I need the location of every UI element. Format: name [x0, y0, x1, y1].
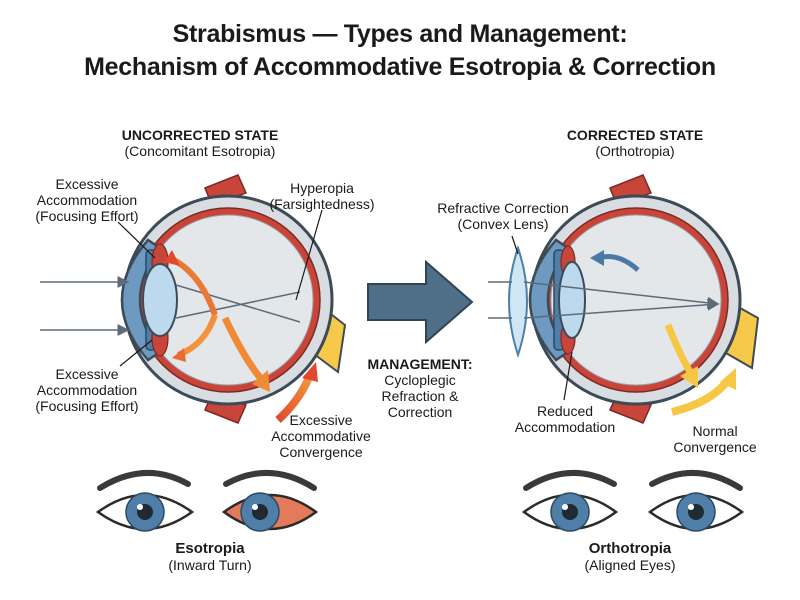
corrected-eye-cross-section — [488, 174, 760, 424]
refracted-ray-top-corrected — [523, 281, 720, 309]
uncorrected-eye-cross-section — [40, 174, 347, 424]
reduced-line-2: Accommodation — [514, 419, 616, 435]
left-highlight-ortho — [562, 504, 568, 510]
convergence-line-2: Accommodative — [271, 428, 371, 444]
lens-line-2: (Convex Lens) — [457, 216, 549, 232]
pointer-hyperopia — [295, 209, 323, 301]
reduced-accommodation-arrowhead — [590, 250, 604, 266]
orthotropia-eyes — [521, 470, 745, 532]
accommodation-top-line-2: Accommodation — [36, 192, 138, 208]
corrected-heading-block: CORRECTED STATE (Orthotropia) — [535, 127, 735, 159]
title-line-1: Strabismus — Types and Management: — [172, 20, 628, 48]
label-accommodation-bottom: Excessive Accommodation (Focusing Effort… — [22, 366, 152, 414]
pointer-reduced — [563, 351, 573, 401]
normal-convergence-arrowhead-outer — [720, 368, 736, 390]
refracted-ray-bottom-corrected — [523, 298, 720, 319]
label-reduced-accommodation: Reduced Accommodation — [500, 403, 630, 435]
accommodation-top-line-1: Excessive — [55, 176, 119, 192]
management-heading: MANAGEMENT: — [367, 356, 473, 372]
management-arrow — [367, 259, 474, 345]
esotropia-eyes — [95, 470, 319, 532]
label-convex-lens: Refractive Correction (Convex Lens) — [428, 200, 578, 232]
orthotropia-caption-block: Orthotropia (Aligned Eyes) — [560, 540, 700, 574]
hyperopia-line-2: (Farsightedness) — [269, 196, 375, 212]
eyebrow-right — [223, 470, 317, 491]
crystalline-lens — [142, 263, 178, 337]
esotropia-caption: Esotropia — [175, 540, 245, 557]
accommodation-bottom-line-1: Excessive — [55, 366, 119, 382]
eyebrow-left — [97, 470, 191, 491]
pointer-lens — [511, 235, 519, 255]
orthotropia-subcaption: (Aligned Eyes) — [584, 557, 676, 573]
eyebrow-right-ortho — [649, 470, 743, 491]
reduced-line-1: Reduced — [536, 403, 594, 419]
management-line-3: Correction — [387, 404, 453, 420]
management-label: MANAGEMENT: Cycloplegic Refraction & Cor… — [350, 356, 490, 420]
left-highlight — [137, 504, 143, 510]
esotropia-subcaption: (Inward Turn) — [168, 557, 252, 573]
convergence-arrow-inner — [221, 316, 265, 383]
title-line-2: Mechanism of Accommodative Esotropia & C… — [84, 53, 716, 81]
corrected-subheading: (Orthotropia) — [595, 143, 675, 159]
corrected-heading: CORRECTED STATE — [566, 127, 704, 143]
label-hyperopia: Hyperopia (Farsightedness) — [262, 180, 382, 212]
label-convergence: Excessive Accommodative Convergence — [256, 412, 386, 460]
convergence-line-3: Convergence — [279, 444, 363, 460]
uncorrected-heading: UNCORRECTED STATE — [121, 127, 279, 143]
lens-line-1: Refractive Correction — [437, 200, 569, 216]
accommodation-top-line-3: (Focusing Effort) — [35, 208, 139, 224]
uncorrected-subheading: (Concomitant Esotropia) — [124, 143, 276, 159]
crystalline-lens-corrected — [558, 261, 586, 339]
convex-lens — [508, 244, 528, 359]
esotropia-caption-block: Esotropia (Inward Turn) — [140, 540, 280, 574]
management-line-2: Refraction & — [381, 388, 459, 404]
eyebrow-left-ortho — [523, 470, 617, 491]
pointer-accommodation-top — [117, 221, 156, 259]
normal-convergence-arrowhead-inner — [680, 366, 698, 388]
label-accommodation-top: Excessive Accommodation (Focusing Effort… — [22, 176, 152, 224]
orthotropia-caption: Orthotropia — [588, 540, 672, 557]
normal-line-2: Convergence — [673, 439, 757, 455]
refracted-ray-1 — [175, 284, 301, 323]
accommodation-bottom-line-3: (Focusing Effort) — [35, 398, 139, 414]
normal-line-1: Normal — [692, 423, 738, 439]
hyperopia-line-1: Hyperopia — [290, 180, 354, 196]
pointer-accommodation-bottom — [119, 339, 153, 367]
right-highlight-ortho — [688, 504, 694, 510]
convergence-arrowhead-inner — [252, 370, 270, 392]
accommodation-arrowhead-top — [164, 250, 180, 266]
refracted-ray-2 — [175, 291, 301, 319]
label-normal-convergence: Normal Convergence — [660, 423, 770, 455]
accommodation-arrowhead-bottom — [172, 348, 186, 362]
uncorrected-heading-block: UNCORRECTED STATE (Concomitant Esotropia… — [105, 127, 295, 159]
normal-convergence-arrow-inner — [664, 323, 694, 374]
accommodation-bottom-line-2: Accommodation — [36, 382, 138, 398]
cornea-corrected — [528, 238, 570, 362]
right-highlight — [252, 504, 258, 510]
convergence-line-1: Excessive — [289, 412, 353, 428]
convergence-arrowhead-outer — [302, 362, 318, 382]
management-line-1: Cycloplegic — [384, 372, 456, 388]
